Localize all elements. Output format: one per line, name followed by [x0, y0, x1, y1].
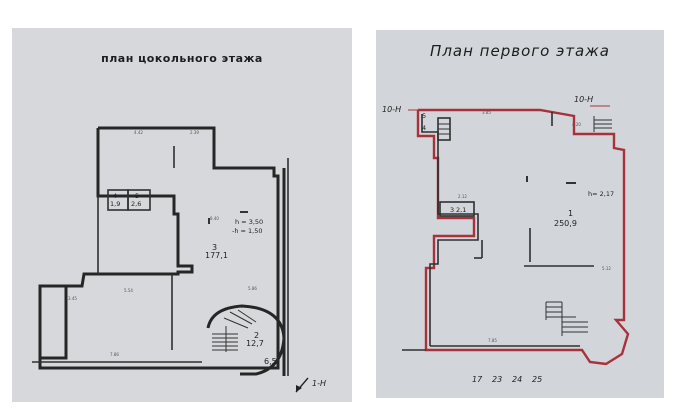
basement-outer-wall — [38, 126, 280, 370]
section-mark: 10-Н — [382, 105, 401, 114]
basement-floor-drawing: 4.42 2.39 8.40 5.54 3.45 5.86 7.86 4 1,9… — [32, 126, 326, 393]
dimension: 5.12 — [602, 266, 611, 271]
section-mark: 1-Н — [312, 379, 326, 388]
first-floor-inner-outline — [421, 114, 479, 346]
first-floor-stair-treads — [438, 116, 612, 336]
room-area: 177,1 — [205, 251, 228, 260]
dimension: 3.45 — [68, 296, 77, 301]
room-area: 6,5 — [264, 357, 277, 366]
basement-stair-curve — [206, 304, 286, 376]
first-floor-red-boundary — [416, 108, 630, 366]
dimension: 5.86 — [248, 286, 257, 291]
dimension: 5.54 — [124, 288, 133, 293]
dimension: 4.20 — [572, 122, 581, 127]
legend-item: 25 — [532, 375, 542, 384]
room-area: 250,9 — [554, 219, 577, 228]
dimension: 3.85 — [482, 110, 491, 115]
first-floor-drawing: 3.85 4.20 2.12 7.85 5.12 5 4 3 2,1 1 250… — [382, 95, 630, 384]
basement-lower-left-wall — [38, 286, 68, 360]
first-floor-plan-title: План первого этажа — [430, 42, 610, 60]
legend-item: 17 — [472, 375, 483, 384]
room-number: 5 — [135, 192, 139, 200]
dimension: 8.40 — [210, 216, 219, 221]
column — [240, 211, 248, 213]
room-5-outline — [127, 189, 151, 211]
room-number: 2 — [254, 331, 259, 340]
room-area: 4 — [422, 124, 426, 132]
height-note: -h = 1,50 — [232, 227, 263, 235]
room-area: 2,6 — [131, 200, 141, 208]
room-number: 3 — [212, 243, 217, 252]
height-note: h= 2,17 — [588, 190, 614, 198]
room-area: 1,9 — [110, 200, 120, 208]
basement-plan-sheet: план цокольного этажа — [12, 28, 352, 402]
first-floor-plan-sheet: План первого этажа 3.85 4.2 — [376, 30, 664, 398]
dimension: 4.42 — [134, 130, 143, 135]
basement-stair-treads — [212, 309, 257, 352]
column — [526, 176, 528, 182]
room-number: 1 — [568, 209, 573, 218]
room-number: 5 — [422, 112, 426, 120]
column — [208, 218, 210, 224]
section-mark: 10-Н — [574, 95, 593, 104]
basement-plan-title: план цокольного этажа — [101, 52, 263, 65]
section-arrowhead — [296, 385, 302, 392]
height-note: h = 3,50 — [235, 218, 263, 226]
room-number: 4 — [113, 192, 117, 200]
legend-item: 24 — [512, 375, 522, 384]
dimension: 2.12 — [458, 194, 467, 199]
dimension: 7.86 — [110, 352, 119, 357]
room-area: 2,1 — [456, 206, 466, 214]
room-number: 3 — [450, 206, 454, 214]
dimension: 2.39 — [190, 130, 199, 135]
dimension: 7.85 — [488, 338, 497, 343]
room-3-outline — [439, 201, 475, 217]
legend-item: 23 — [492, 375, 502, 384]
room-area: 12,7 — [246, 339, 264, 348]
column — [566, 182, 576, 184]
